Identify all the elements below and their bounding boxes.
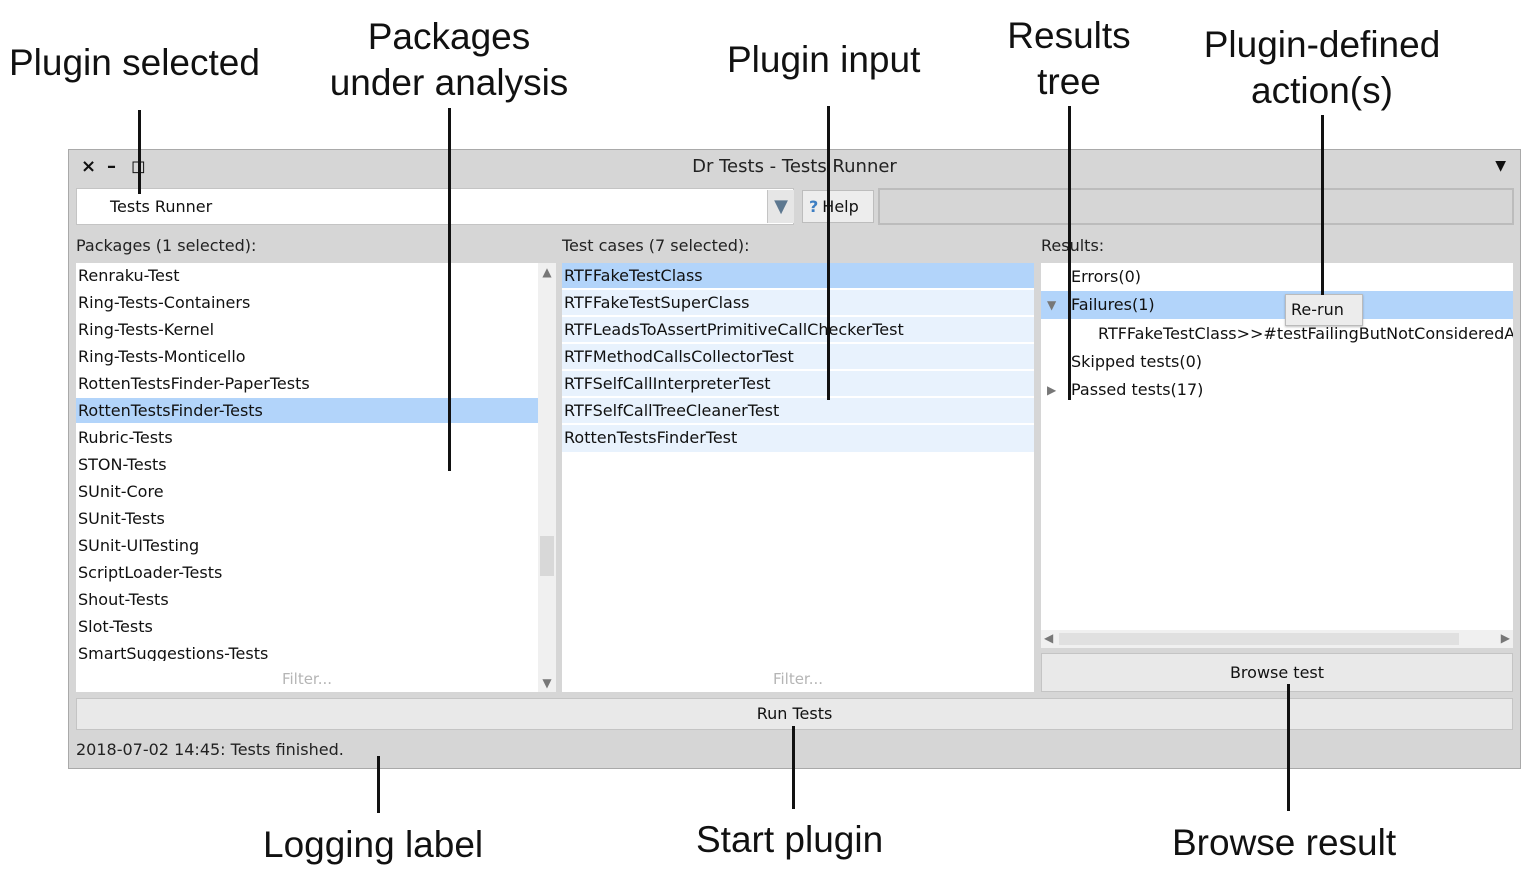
- tree-node-skipped[interactable]: Skipped tests(0): [1071, 352, 1202, 371]
- packages-list[interactable]: Renraku-Test Ring-Tests-Containers Ring-…: [76, 263, 538, 692]
- collapsed-arrow-icon[interactable]: ▶: [1047, 383, 1057, 397]
- plugin-toolbar-area: [878, 188, 1514, 225]
- chevron-down-icon[interactable]: ▼: [767, 190, 794, 223]
- expanded-arrow-icon[interactable]: ▼: [1047, 298, 1057, 312]
- annotation-results-tree: Results tree: [1004, 13, 1134, 105]
- plugin-dropdown[interactable]: Tests Runner: [76, 188, 794, 225]
- list-item-selected[interactable]: RottenTestsFinder-Tests: [76, 398, 538, 423]
- help-icon: ?: [809, 197, 819, 216]
- scrollbar-thumb[interactable]: [540, 536, 554, 576]
- annotation-logging-label: Logging label: [263, 824, 484, 865]
- list-item[interactable]: Slot-Tests: [78, 617, 153, 636]
- packages-scrollbar[interactable]: ▲ ▼: [538, 263, 556, 692]
- testcases-list[interactable]: RTFFakeTestClass RTFFakeTestSuperClass R…: [562, 263, 1034, 692]
- annotation-browse-result: Browse result: [1172, 822, 1397, 863]
- list-item[interactable]: SmartSuggestions-Tests: [78, 644, 269, 661]
- annotation-plugin-input: Plugin input: [727, 39, 921, 80]
- leader-logging: [377, 756, 380, 813]
- list-item-selected[interactable]: RTFFakeTestClass: [562, 263, 1034, 288]
- annotation-packages-under-analysis: Packages under analysis: [326, 14, 572, 106]
- list-item[interactable]: Renraku-Test: [78, 266, 180, 285]
- tree-node-passed-label: Passed tests(17): [1071, 380, 1204, 399]
- window-title: Dr Tests - Tests Runner: [692, 156, 897, 177]
- leader-plugin-actions: [1321, 115, 1324, 295]
- help-button-label: Help: [822, 197, 859, 216]
- list-item[interactable]: RTFFakeTestSuperClass: [562, 290, 1034, 315]
- scroll-right-icon[interactable]: ▶: [1500, 631, 1510, 645]
- leader-results-tree: [1068, 106, 1071, 400]
- list-item[interactable]: SUnit-UITesting: [78, 536, 200, 555]
- scroll-up-icon[interactable]: ▲: [542, 265, 552, 279]
- annotation-results-line2: tree: [1037, 61, 1101, 102]
- packages-filter-input[interactable]: Filter...: [76, 666, 538, 692]
- help-button[interactable]: ?Help: [802, 190, 874, 223]
- list-item[interactable]: RottenTestsFinder-PaperTests: [78, 374, 310, 393]
- list-item[interactable]: RTFSelfCallInterpreterTest: [562, 371, 1034, 396]
- annotation-actions-line1: Plugin-defined: [1203, 24, 1441, 65]
- list-item[interactable]: RTFMethodCallsCollectorTest: [562, 344, 1034, 369]
- leader-plugin-input: [827, 106, 830, 400]
- list-item[interactable]: Ring-Tests-Kernel: [78, 320, 215, 339]
- annotation-actions-line2: action(s): [1251, 70, 1393, 111]
- list-item[interactable]: Ring-Tests-Monticello: [78, 347, 246, 366]
- annotation-plugin-defined-actions: Plugin-defined action(s): [1197, 22, 1447, 114]
- scroll-left-icon[interactable]: ◀: [1044, 631, 1054, 645]
- list-item[interactable]: Shout-Tests: [78, 590, 169, 609]
- packages-label: Packages (1 selected):: [76, 236, 257, 255]
- scroll-down-icon[interactable]: ▼: [542, 676, 552, 690]
- results-label: Results:: [1041, 236, 1105, 255]
- leader-browse-result: [1287, 684, 1290, 811]
- tree-node-errors[interactable]: Errors(0): [1071, 267, 1141, 286]
- annotation-packages-line2: under analysis: [329, 62, 569, 103]
- scrollbar-thumb[interactable]: [1059, 633, 1459, 645]
- list-item[interactable]: STON-Tests: [78, 455, 167, 474]
- browse-test-button[interactable]: Browse test: [1041, 653, 1513, 692]
- plugin-dropdown-value: Tests Runner: [110, 197, 213, 216]
- testcases-filter-input[interactable]: Filter...: [772, 670, 824, 688]
- minimize-icon[interactable]: –: [107, 156, 116, 177]
- annotation-packages-line1: Packages: [367, 16, 531, 57]
- testcases-label: Test cases (7 selected):: [562, 236, 750, 255]
- list-item[interactable]: ScriptLoader-Tests: [78, 563, 223, 582]
- dr-tests-window: × – ◻ Dr Tests - Tests Runner ▼ Tests Ru…: [68, 149, 1521, 769]
- list-item[interactable]: Ring-Tests-Containers: [78, 293, 251, 312]
- results-hscrollbar[interactable]: ◀ ▶: [1041, 630, 1513, 648]
- annotation-results-line1: Results: [1007, 15, 1131, 56]
- annotation-start-plugin: Start plugin: [696, 819, 884, 860]
- tree-node-failures[interactable]: ▼ Failures(1): [1041, 291, 1513, 319]
- logging-label: 2018-07-02 14:45: Tests finished.: [76, 740, 344, 759]
- leader-packages: [448, 108, 451, 471]
- list-item[interactable]: RTFLeadsToAssertPrimitiveCallCheckerTest: [562, 317, 1034, 342]
- close-icon[interactable]: ×: [81, 156, 97, 177]
- window-titlebar[interactable]: × – ◻ Dr Tests - Tests Runner ▼: [69, 150, 1520, 186]
- tree-node-failure-child[interactable]: RTFFakeTestClass>>#testFailingButNotCons…: [1098, 324, 1513, 343]
- tree-node-failures-label: Failures(1): [1071, 295, 1155, 314]
- annotation-plugin-selected: Plugin selected: [9, 42, 260, 83]
- rerun-button[interactable]: Re-run: [1285, 294, 1363, 326]
- leader-plugin-selected: [138, 110, 141, 194]
- window-menu-icon[interactable]: ▼: [1495, 158, 1506, 174]
- list-item[interactable]: SUnit-Core: [78, 482, 164, 501]
- list-item[interactable]: Rubric-Tests: [78, 428, 173, 447]
- list-item[interactable]: RottenTestsFinderTest: [562, 425, 1034, 452]
- results-tree[interactable]: Errors(0) ▼ Failures(1) RTFFakeTestClass…: [1041, 263, 1513, 648]
- list-item[interactable]: RTFSelfCallTreeCleanerTest: [562, 398, 1034, 423]
- list-item[interactable]: SUnit-Tests: [78, 509, 165, 528]
- leader-start-plugin: [792, 726, 795, 809]
